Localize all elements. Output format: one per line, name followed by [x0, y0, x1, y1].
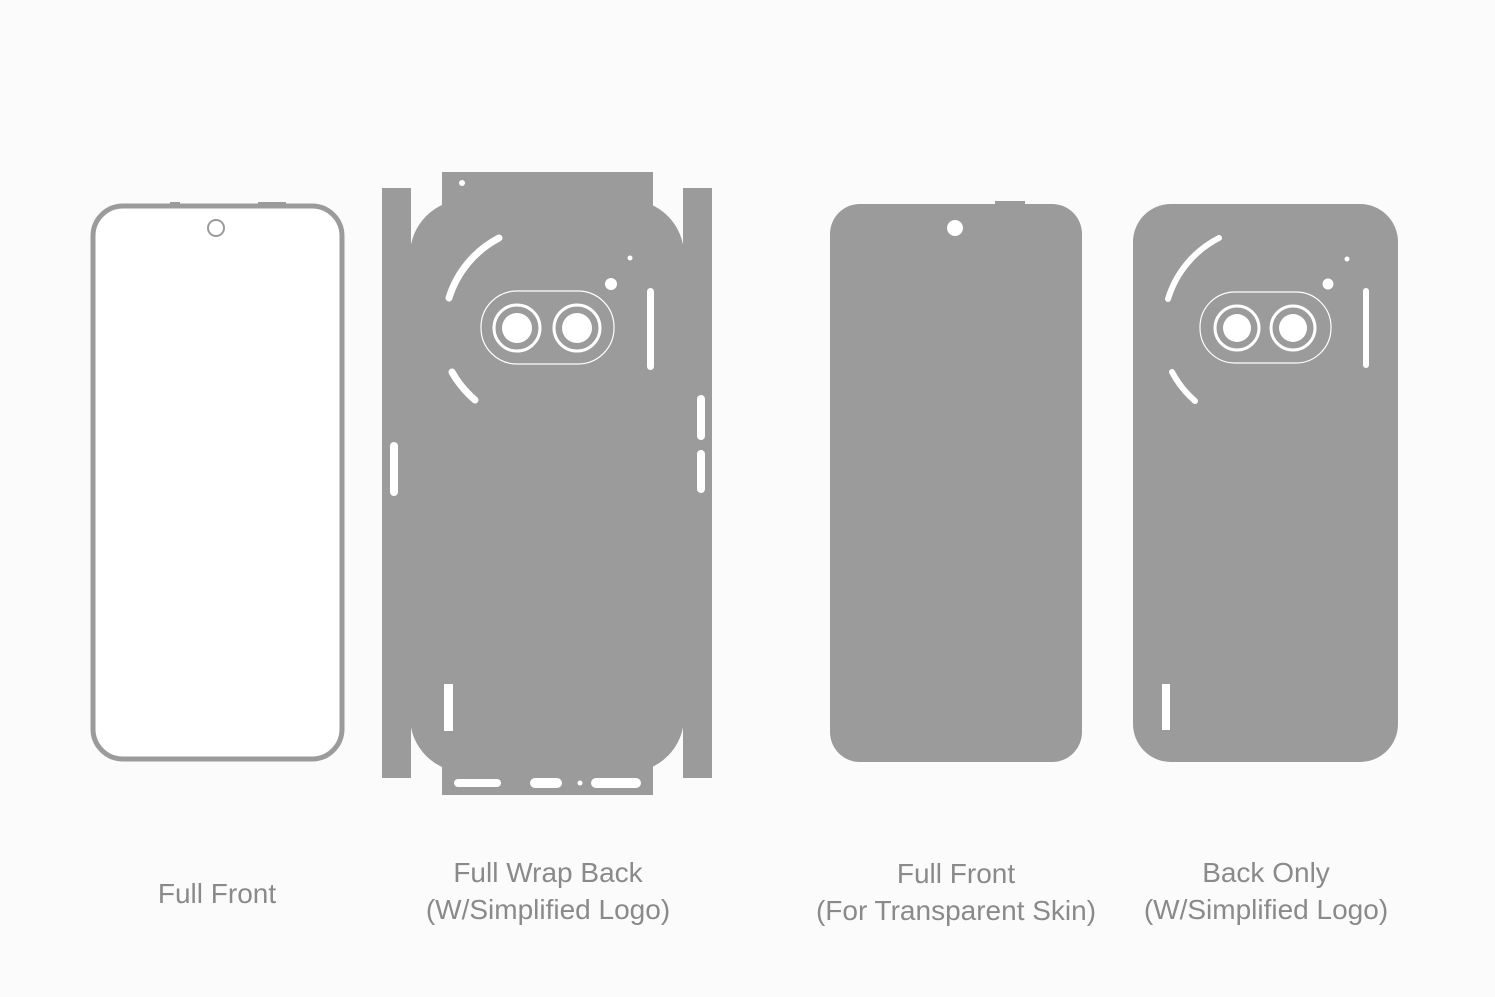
label-full-front-transparent: Full Front (For Transparent Skin) [816, 855, 1096, 929]
back-only [1133, 204, 1398, 762]
label-back-only: Back Only (W/Simplified Logo) [1144, 854, 1388, 928]
label-subtitle: (For Transparent Skin) [815, 895, 1097, 926]
label-full-wrap-back: Full Wrap Back (W/Simplified Logo) [426, 854, 670, 928]
full-wrap-back [382, 172, 712, 795]
label-subtitle: (W/Simplified Logo) [425, 894, 671, 925]
label-title: Full Wrap Back [453, 857, 643, 888]
label-title: Full Front [157, 878, 277, 909]
label-subtitle: (W/Simplified Logo) [1143, 894, 1389, 925]
label-full-front: Full Front [158, 875, 276, 912]
label-title: Back Only [1202, 857, 1330, 888]
full-front-outline [90, 202, 345, 762]
full-front-transparent [830, 201, 1082, 762]
label-title: Full Front [896, 858, 1016, 889]
